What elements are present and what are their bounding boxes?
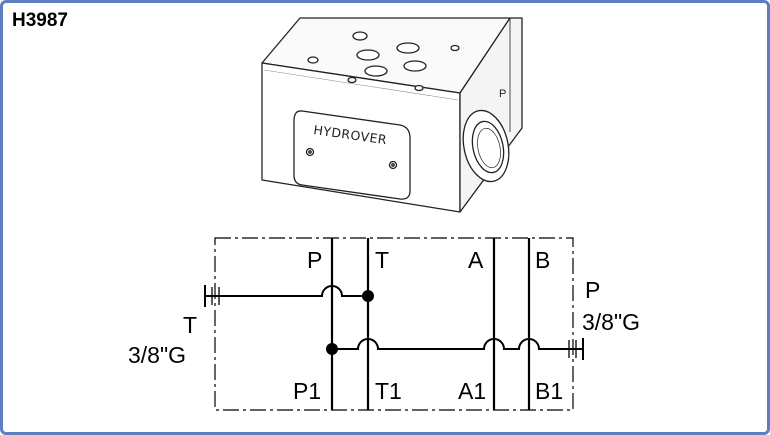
t-side-line <box>205 285 368 297</box>
bottom-port-label: T1 <box>375 378 402 404</box>
top-port-hole <box>403 60 427 72</box>
top-port-hole <box>347 76 357 84</box>
top-port-label: B <box>535 247 550 273</box>
left-port-name: T <box>183 312 197 338</box>
bottom-port-label: A1 <box>458 378 486 404</box>
top-port-hole <box>356 49 380 61</box>
junction-p <box>326 343 338 355</box>
valve-block-illustration <box>261 17 523 213</box>
top-port-label: T <box>375 247 389 273</box>
top-port-hole <box>396 42 420 54</box>
side-port-label: P <box>499 88 506 100</box>
schematic-boundary <box>214 237 574 411</box>
p-side-line <box>332 338 583 350</box>
right-port-size: 3/8"G <box>582 309 640 335</box>
top-port-hole <box>450 44 460 52</box>
hydraulic-schematic <box>204 237 584 411</box>
top-port-label: P <box>307 247 322 273</box>
part-number: H3987 <box>12 10 68 31</box>
top-port-label: A <box>468 247 484 273</box>
nameplate <box>293 110 411 200</box>
top-port-hole <box>307 56 319 64</box>
bottom-port-label: P1 <box>293 378 321 404</box>
junction-t <box>362 290 374 302</box>
top-port-hole <box>414 84 424 92</box>
top-port-hole <box>364 65 388 77</box>
left-port-size: 3/8"G <box>128 342 186 368</box>
right-port-name: P <box>585 277 600 303</box>
bottom-port-label: B1 <box>535 378 563 404</box>
top-port-hole <box>352 31 368 41</box>
